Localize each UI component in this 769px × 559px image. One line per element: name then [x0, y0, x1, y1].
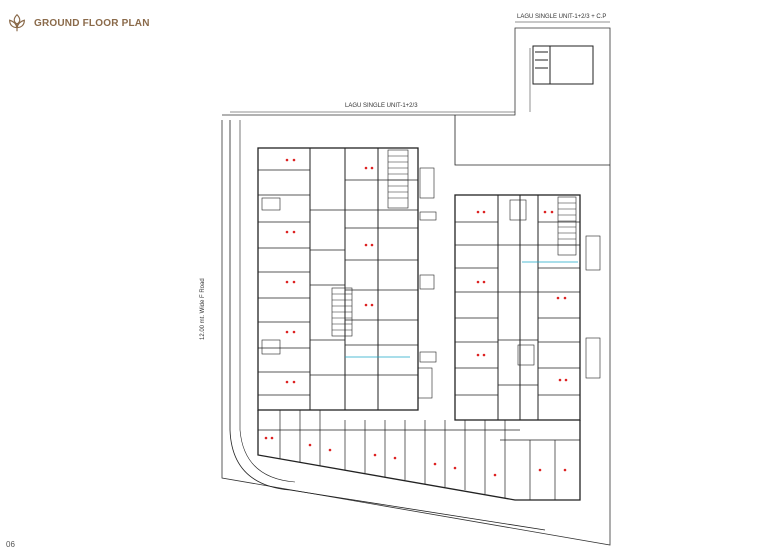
- leaf-logo-icon: [9, 13, 25, 32]
- page-title: GROUND FLOOR PLAN: [34, 17, 150, 29]
- label-top-unit: LAGU SINGLE UNIT-1+2/3: [345, 103, 418, 109]
- page-header: GROUND FLOOR PLAN: [6, 12, 150, 34]
- label-top-right-unit: LAGU SINGLE UNIT-1+2/3 + C.P: [517, 14, 607, 20]
- page-number: 06: [6, 540, 15, 549]
- road-label: 12.00 mt. Wide F Road: [200, 278, 206, 340]
